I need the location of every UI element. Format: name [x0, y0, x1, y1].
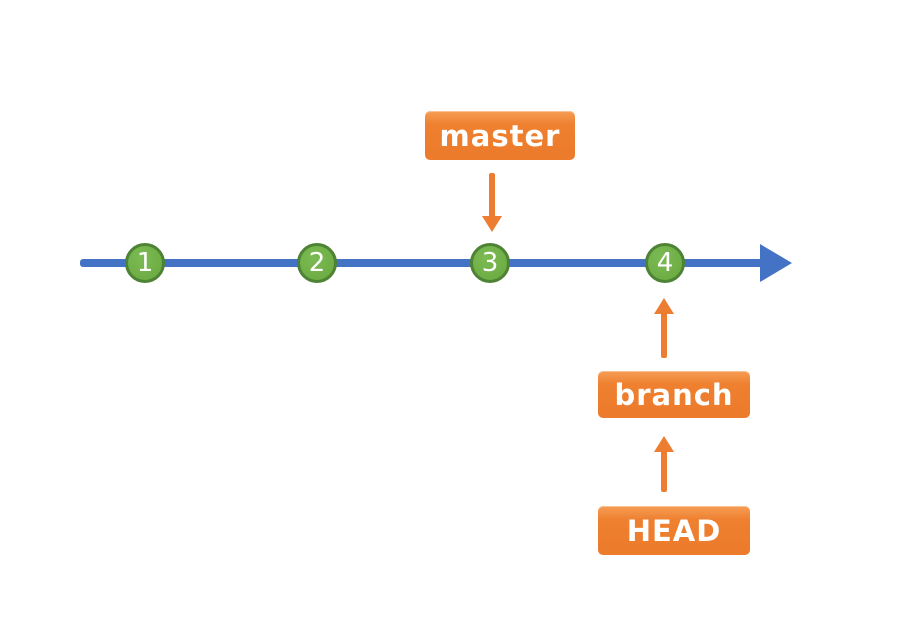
tag-branch: branch	[598, 371, 750, 418]
tag-head: HEAD	[598, 506, 750, 555]
head-arrow-up-icon	[654, 436, 674, 452]
head-arrow-shaft	[661, 450, 667, 492]
branch-arrow-up-icon	[654, 298, 674, 314]
master-arrow-down-icon	[482, 216, 502, 232]
tag-head-label: HEAD	[626, 513, 722, 548]
timeline-arrowhead-icon	[760, 244, 792, 282]
commit-node-4-label: 4	[656, 248, 674, 278]
commit-node-2-label: 2	[308, 248, 326, 278]
master-arrow-shaft	[489, 173, 495, 217]
commit-node-1-label: 1	[136, 248, 154, 278]
tag-master: master	[425, 111, 575, 160]
commit-node-4: 4	[645, 243, 685, 283]
timeline-line	[80, 259, 764, 267]
commit-node-2: 2	[297, 243, 337, 283]
branch-arrow-shaft	[661, 312, 667, 358]
commit-node-3: 3	[470, 243, 510, 283]
commit-node-1: 1	[125, 243, 165, 283]
tag-branch-label: branch	[614, 377, 734, 412]
tag-master-label: master	[439, 118, 561, 153]
commit-node-3-label: 3	[481, 248, 499, 278]
